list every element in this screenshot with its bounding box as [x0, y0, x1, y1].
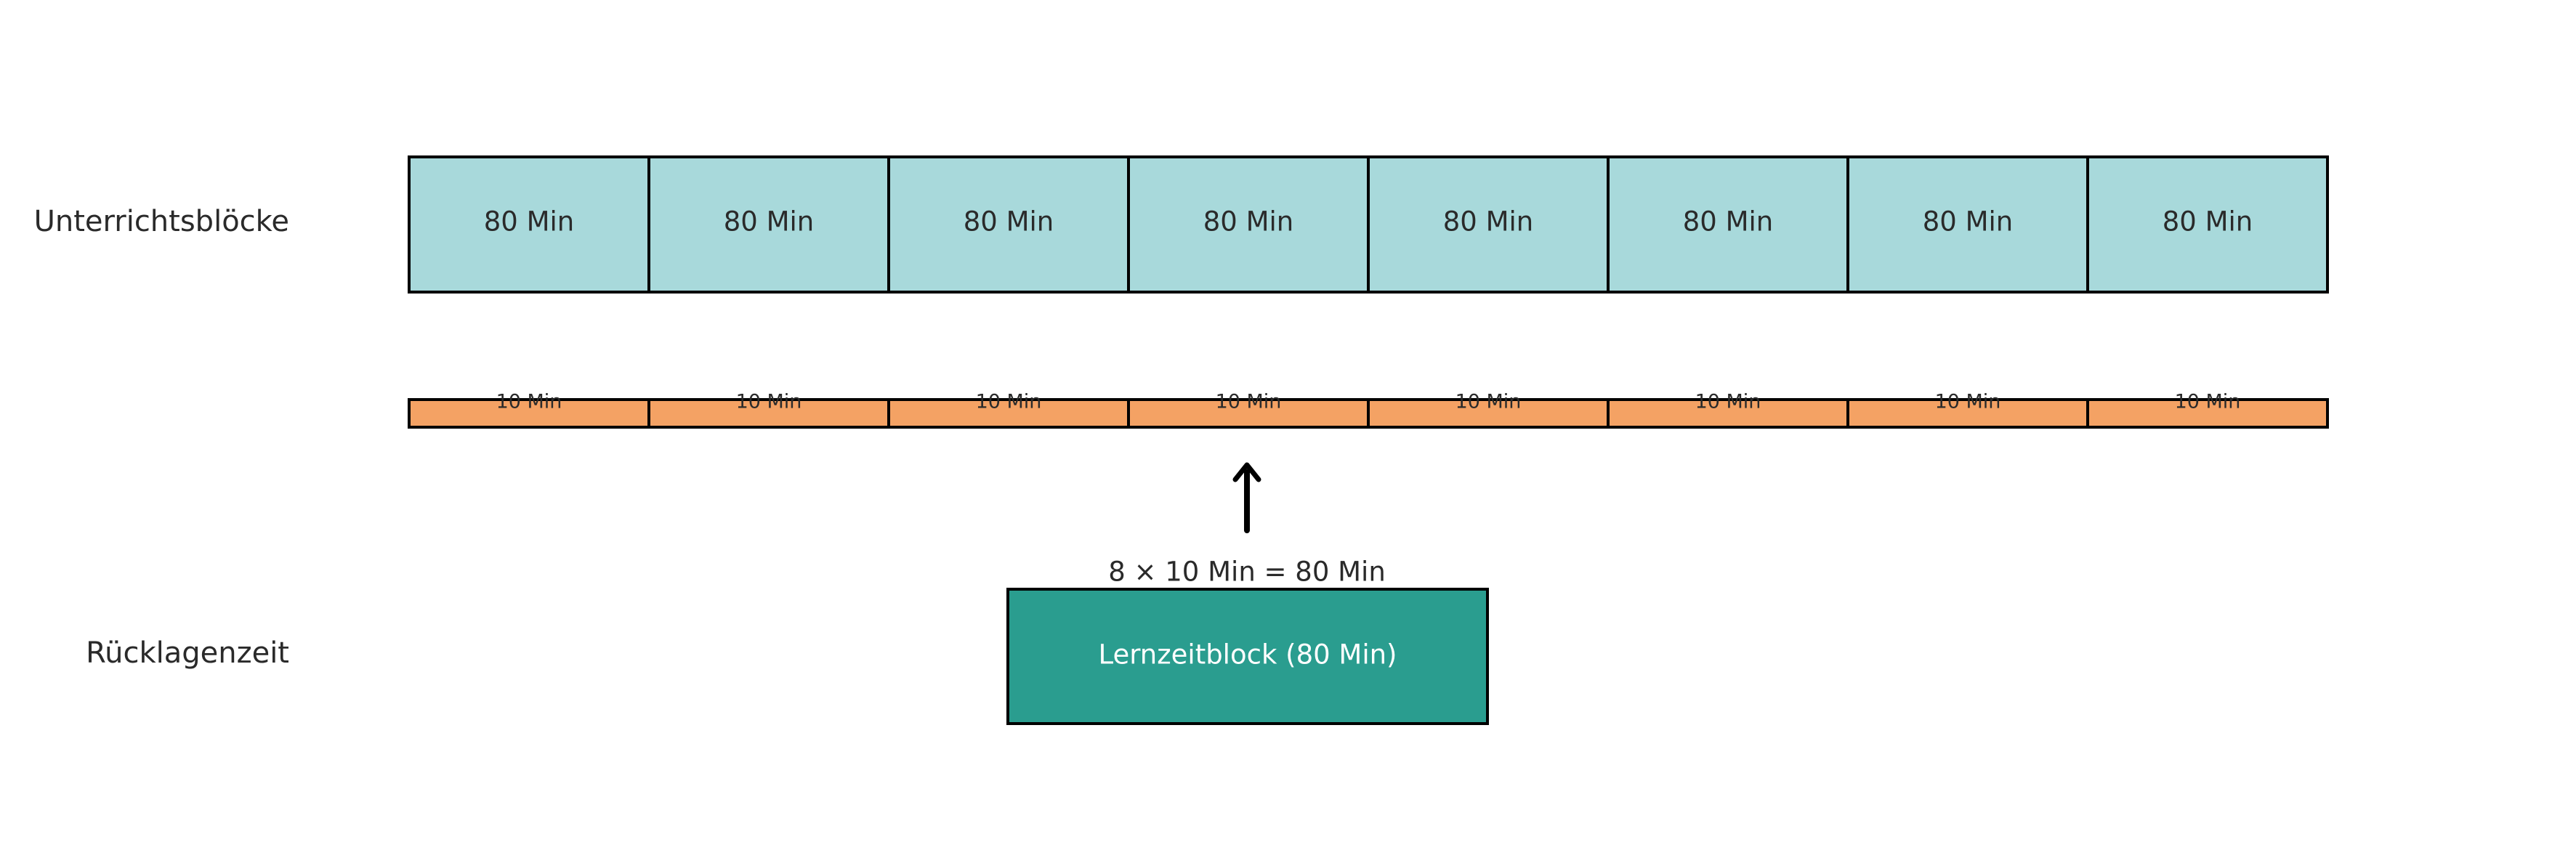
- lesson-block: [2086, 155, 2329, 294]
- lesson-block-label: 80 Min: [1203, 206, 1294, 238]
- study-block: Lernzeitblock (80 Min): [1006, 588, 1489, 725]
- saved-minutes-label: 10 Min: [1935, 391, 2001, 413]
- lesson-block: [1607, 155, 1849, 294]
- arrow-up-icon: [1232, 462, 1261, 533]
- study-block-label: Lernzeitblock (80 Min): [1098, 639, 1397, 671]
- lesson-block: [647, 155, 890, 294]
- lesson-block-label: 80 Min: [964, 206, 1054, 238]
- equation-label: 8 × 10 Min = 80 Min: [1108, 556, 1386, 588]
- saved-minutes-label: 10 Min: [496, 391, 562, 413]
- lesson-block-label: 80 Min: [2163, 206, 2253, 238]
- lesson-block: [408, 155, 650, 294]
- row-label-reserve: Rücklagenzeit: [86, 636, 289, 670]
- saved-minutes-label: 10 Min: [1695, 391, 1761, 413]
- saved-minutes-label: 10 Min: [736, 391, 802, 413]
- saved-minutes-row: 10 Min 10 Min 10 Min 10 Min 10 Min 10 Min 10 M…: [408, 391, 2329, 429]
- saved-minutes-label: 10 Min: [1216, 391, 1282, 413]
- lesson-block-label: 80 Min: [1443, 206, 1534, 238]
- saved-minutes-label: 10 Min: [1455, 391, 1522, 413]
- lesson-block-label: 80 Min: [1683, 206, 1774, 238]
- saved-minutes-strip: [1127, 398, 1370, 429]
- lesson-block: [1846, 155, 2089, 294]
- lesson-block-label: 80 Min: [484, 206, 575, 238]
- saved-minutes-label: 10 Min: [2175, 391, 2241, 413]
- saved-minutes-strip: [408, 398, 650, 429]
- lesson-block-label: 80 Min: [724, 206, 815, 238]
- lesson-block-label: 80 Min: [1923, 206, 2014, 238]
- saved-minutes-label: 10 Min: [976, 391, 1042, 413]
- saved-minutes-strip: [2086, 398, 2329, 429]
- saved-minutes-strip: [647, 398, 890, 429]
- lesson-blocks-row: 80 Min 80 Min 80 Min 80 Min 80 Min 80 Min 80 M…: [408, 155, 2329, 294]
- row-label-lessons: Unterrichtsblöcke: [34, 205, 289, 238]
- lesson-block: [1367, 155, 1610, 294]
- lesson-block: [887, 155, 1130, 294]
